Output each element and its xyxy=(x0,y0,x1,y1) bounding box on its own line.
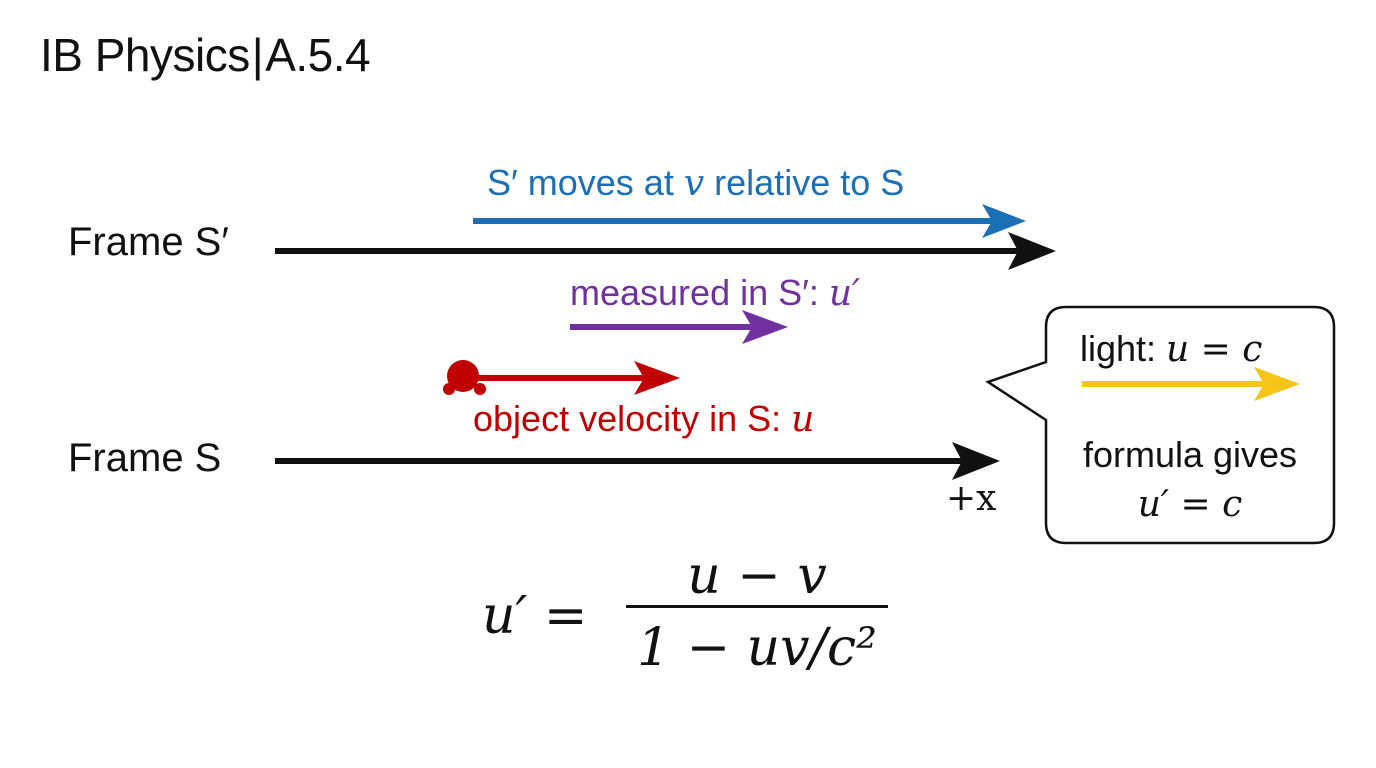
callout-formula-line2: u′ = c xyxy=(1137,484,1243,525)
light-arrow xyxy=(1082,367,1300,401)
frame-velocity-label: S′ moves at v relative to S xyxy=(487,162,904,204)
object-velocity-text: object velocity in S: xyxy=(473,398,792,439)
page-title: IB Physics|A.5.4 xyxy=(40,28,371,82)
section-code: A.5.4 xyxy=(265,29,371,81)
frame-velocity-symbol: v xyxy=(683,163,705,204)
callout-light-equation: u = c xyxy=(1166,329,1263,370)
measured-velocity-text: measured in S′: xyxy=(570,272,829,313)
frame-s-axis xyxy=(275,442,1000,480)
measured-velocity-arrow xyxy=(570,310,788,344)
callout-bubble xyxy=(985,305,1336,545)
velocity-transformation-formula: u′ = u − v 1 − uv/c² xyxy=(480,546,900,688)
object-velocity-arrow xyxy=(470,361,680,395)
callout-light-text: light: xyxy=(1080,328,1167,369)
callout-formula-line1: formula gives xyxy=(1082,434,1298,475)
frame-velocity-text: S′ moves at xyxy=(487,162,684,203)
title-separator: | xyxy=(251,29,264,81)
formula-numerator: u − v xyxy=(687,546,827,606)
frame-s-label: Frame S xyxy=(68,436,222,480)
course-name: IB Physics xyxy=(40,29,250,81)
frame-s-prime-label: Frame S′ xyxy=(68,220,229,264)
x-axis-label-text: +x xyxy=(946,478,997,519)
measured-velocity-label: measured in S′: u′ xyxy=(570,272,860,314)
object-dot xyxy=(443,360,486,395)
formula-lhs: u′ = xyxy=(482,586,588,646)
formula-denominator: 1 − uv/c² xyxy=(636,618,878,678)
frame-velocity-arrow xyxy=(473,204,1026,238)
frame-velocity-suffix: relative to S xyxy=(704,162,905,203)
frame-s-prime-axis xyxy=(275,232,1056,270)
formula-fraction-bar xyxy=(626,605,888,608)
object-velocity-label: object velocity in S: u xyxy=(473,398,814,440)
callout-light-label: light: u = c xyxy=(1080,328,1262,370)
object-velocity-symbol: u xyxy=(791,399,815,440)
measured-velocity-symbol: u′ xyxy=(828,273,861,314)
x-axis-label: +x xyxy=(946,478,996,519)
